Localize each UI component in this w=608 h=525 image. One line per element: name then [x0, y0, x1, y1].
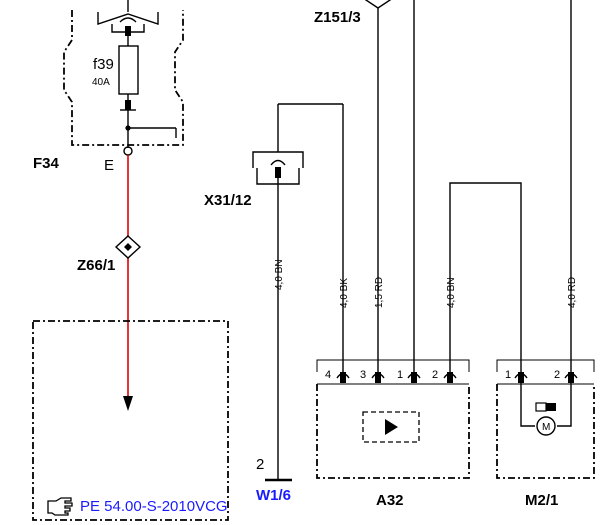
- splice-z66-label: Z66/1: [77, 257, 115, 274]
- a32-pin-2: 2: [432, 369, 438, 381]
- a32-pin-4: 4: [325, 369, 331, 381]
- ground-w1: 2 W1/6: [256, 456, 292, 504]
- wire-label-rd40: 4,0 RD: [567, 277, 578, 308]
- wire-label-rd15: 1,5 RD: [374, 277, 385, 308]
- m21-pin-2: 2: [554, 369, 560, 381]
- terminal-e-label: E: [104, 157, 114, 174]
- component-m21-label: M2/1: [525, 492, 558, 509]
- play-triangle-icon: [385, 419, 398, 435]
- connector-f34-label: F34: [33, 155, 60, 172]
- a32-pin-3: 3: [360, 369, 366, 381]
- fuse-id: f39: [93, 56, 114, 73]
- component-m21: 1 2 M M2/1: [496, 359, 595, 509]
- connector-x31: X31/12: [204, 103, 344, 480]
- ground-w1-pin: 2: [256, 456, 264, 473]
- component-a32: 4 3 1 2 A32: [316, 359, 470, 509]
- splice-z151-label: Z151/3: [314, 9, 361, 26]
- ground-w1-label[interactable]: W1/6: [256, 487, 291, 504]
- wire-label-bn1: 4,0 BN: [274, 259, 285, 290]
- fuse-f39-body: [118, 45, 139, 95]
- wire-label-bn2: 4,0 BN: [446, 277, 457, 308]
- pointing-hand-icon: [47, 497, 73, 516]
- fuse-rating: 40A: [92, 77, 110, 88]
- arrow-down-icon: [123, 396, 133, 411]
- fuse-box-f34: f39 40A F34 E: [33, 0, 184, 174]
- m21-pin-1: 1: [505, 369, 511, 381]
- component-a32-label: A32: [376, 492, 404, 509]
- motor-icon: M: [535, 402, 556, 436]
- wire-bn-a32-m21: [449, 182, 522, 372]
- a32-pin-1: 1: [397, 369, 403, 381]
- connector-x31-label: X31/12: [204, 192, 252, 209]
- splice-z66: Z66/1: [77, 235, 142, 274]
- red-wire-f34: [123, 155, 133, 411]
- reference-box: PE 54.00-S-2010VCG: [32, 320, 229, 521]
- motor-symbol: M: [542, 422, 550, 433]
- wire-label-bk: 4,0 BK: [339, 278, 350, 308]
- reference-link[interactable]: PE 54.00-S-2010VCG: [80, 498, 228, 515]
